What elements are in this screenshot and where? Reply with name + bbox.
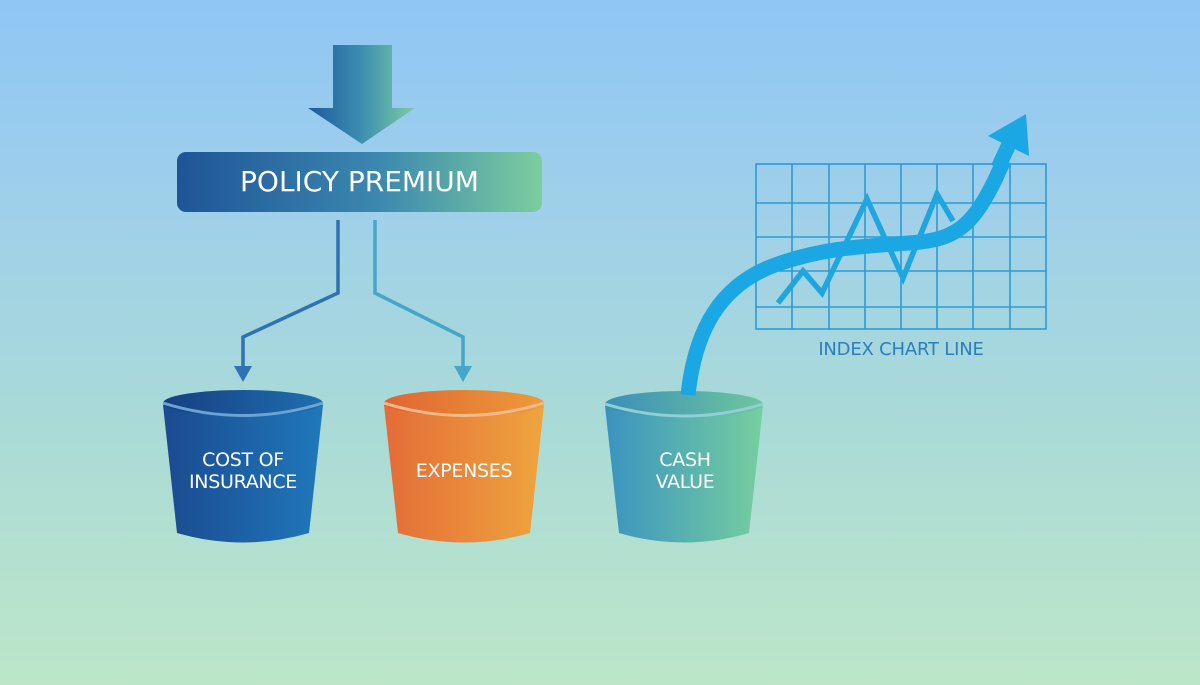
bucket-expenses — [383, 390, 545, 543]
branch-arrow-expenses — [373, 220, 472, 382]
index-line — [775, 187, 956, 305]
index-chart-caption: INDEX CHART LINE — [818, 339, 984, 360]
policy-premium-label: POLICY PREMIUM — [240, 165, 479, 198]
bucket-cash-value — [604, 391, 764, 543]
cash-value-label: CASH VALUE — [655, 449, 715, 493]
branch-arrow-cost-of-insurance — [234, 220, 340, 382]
down-arrow-icon — [308, 45, 415, 144]
policy-premium-box — [177, 152, 542, 212]
bucket-cost-of-insurance — [162, 390, 324, 543]
upward-curved-arrow-icon — [680, 114, 1029, 396]
cost-of-insurance-label: COST OF INSURANCE — [189, 449, 297, 493]
expenses-label: EXPENSES — [415, 460, 513, 482]
